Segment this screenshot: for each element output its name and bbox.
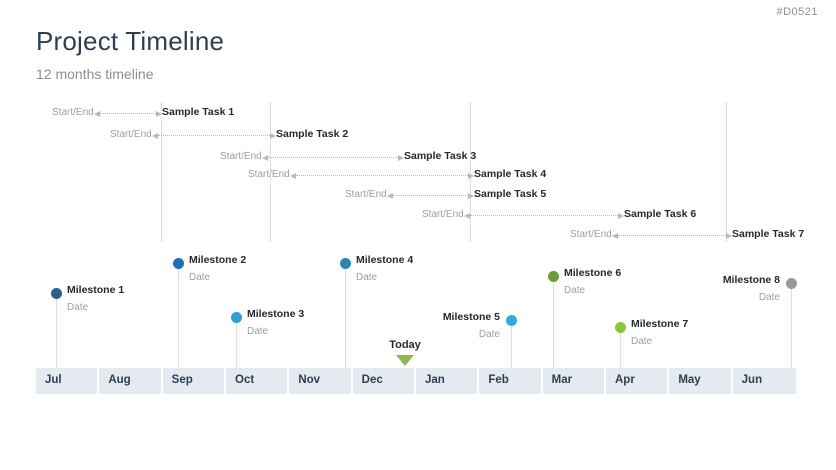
- month-label: Feb: [488, 374, 509, 386]
- month-cell[interactable]: Jul: [36, 368, 100, 394]
- task-row[interactable]: Start/End Sample Task 7: [0, 228, 836, 244]
- task-duration-arrow: [152, 132, 276, 139]
- month-cell[interactable]: Sep: [162, 368, 226, 394]
- task-name: Sample Task 2: [276, 128, 349, 140]
- today-triangle-icon: [396, 355, 414, 366]
- milestone-stem: [236, 321, 237, 368]
- milestone-date: Date: [247, 326, 269, 337]
- milestone-name: Milestone 4: [356, 254, 414, 266]
- month-cell[interactable]: Jan: [416, 368, 480, 394]
- month-label: Mar: [551, 374, 573, 386]
- month-label: Jun: [741, 374, 763, 386]
- task-duration-arrow: [464, 212, 624, 219]
- month-label: Jul: [45, 374, 62, 386]
- task-start-end-label: Start/End: [220, 151, 262, 162]
- task-name: Sample Task 4: [474, 168, 547, 180]
- task-name: Sample Task 5: [474, 188, 547, 200]
- task-row[interactable]: Start/End Sample Task 5: [0, 188, 836, 204]
- month-cell[interactable]: Oct: [226, 368, 290, 394]
- month-cell[interactable]: May: [669, 368, 733, 394]
- milestone-date: Date: [356, 272, 378, 283]
- task-name: Sample Task 3: [404, 150, 477, 162]
- month-cell[interactable]: Nov: [289, 368, 353, 394]
- month-label: Apr: [615, 374, 635, 386]
- task-duration-arrow: [290, 172, 474, 179]
- milestone-stem: [620, 331, 621, 368]
- milestone-dot-icon: [505, 314, 517, 326]
- milestone-name: Milestone 1: [67, 284, 125, 296]
- document-id: #D0521: [776, 6, 818, 18]
- milestone-dot-icon: [785, 277, 797, 289]
- milestone-dot-icon: [547, 270, 559, 282]
- milestone-date: Date: [189, 272, 211, 283]
- task-row[interactable]: Start/End Sample Task 4: [0, 168, 836, 184]
- milestone-dot-icon: [172, 257, 184, 269]
- month-label: Dec: [361, 374, 383, 386]
- page-subtitle: 12 months timeline: [36, 66, 154, 82]
- milestone-date: Date: [67, 302, 89, 313]
- milestone-name: Milestone 5: [442, 311, 500, 323]
- task-duration-arrow: [262, 154, 404, 161]
- milestone-name: Milestone 7: [631, 318, 689, 330]
- milestone-stem: [553, 280, 554, 368]
- milestone-dot-icon: [614, 321, 626, 333]
- milestone-date: Date: [478, 329, 500, 340]
- month-axis: Jul Aug Sep Oct Nov Dec Jan Feb Mar Apr May Jun: [36, 368, 796, 394]
- task-duration-arrow: [387, 192, 474, 199]
- task-gridline: [726, 103, 727, 241]
- page-title: Project Timeline: [36, 26, 225, 56]
- task-start-end-label: Start/End: [345, 189, 387, 200]
- month-label: Nov: [298, 374, 321, 386]
- task-name: Sample Task 6: [624, 208, 697, 220]
- milestone-date: Date: [564, 285, 586, 296]
- month-cell[interactable]: Apr: [606, 368, 670, 394]
- milestone-name: Milestone 8: [722, 274, 780, 286]
- task-start-end-label: Start/End: [422, 209, 464, 220]
- milestone-dot-icon: [230, 311, 242, 323]
- month-label: May: [678, 374, 701, 386]
- milestone-date: Date: [631, 336, 653, 347]
- milestone-stem: [178, 267, 179, 368]
- milestone-stem: [345, 267, 346, 368]
- month-label: Sep: [171, 374, 193, 386]
- task-row[interactable]: Start/End Sample Task 2: [0, 128, 836, 144]
- milestone-dot-icon: [50, 287, 62, 299]
- month-cell[interactable]: Aug: [99, 368, 163, 394]
- milestone-date: Date: [758, 292, 780, 303]
- milestone-stem: [511, 324, 512, 368]
- month-cell[interactable]: Feb: [479, 368, 543, 394]
- task-name: Sample Task 7: [732, 228, 805, 240]
- task-row[interactable]: Start/End Sample Task 1: [0, 106, 836, 122]
- today-label: Today: [389, 339, 421, 351]
- month-label: Jan: [425, 374, 445, 386]
- task-gridline: [270, 103, 271, 241]
- month-label: Aug: [108, 374, 131, 386]
- task-row[interactable]: Start/End Sample Task 3: [0, 150, 836, 166]
- milestone-stem: [791, 287, 792, 368]
- month-label: Oct: [235, 374, 255, 386]
- task-start-end-label: Start/End: [110, 129, 152, 140]
- task-gridline: [161, 103, 162, 241]
- milestone-stem: [56, 297, 57, 368]
- milestone-name: Milestone 2: [189, 254, 247, 266]
- task-duration-arrow: [94, 110, 162, 117]
- task-start-end-label: Start/End: [248, 169, 290, 180]
- task-start-end-label: Start/End: [570, 229, 612, 240]
- task-gridline: [470, 103, 471, 241]
- task-name: Sample Task 1: [162, 106, 235, 118]
- task-duration-arrow: [612, 232, 732, 239]
- month-cell[interactable]: Mar: [542, 368, 606, 394]
- task-row[interactable]: Start/End Sample Task 6: [0, 208, 836, 224]
- month-cell[interactable]: Jun: [732, 368, 796, 394]
- task-start-end-label: Start/End: [52, 107, 94, 118]
- milestone-dot-icon: [339, 257, 351, 269]
- month-cell[interactable]: Dec: [352, 368, 416, 394]
- milestone-name: Milestone 3: [247, 308, 305, 320]
- milestone-name: Milestone 6: [564, 267, 622, 279]
